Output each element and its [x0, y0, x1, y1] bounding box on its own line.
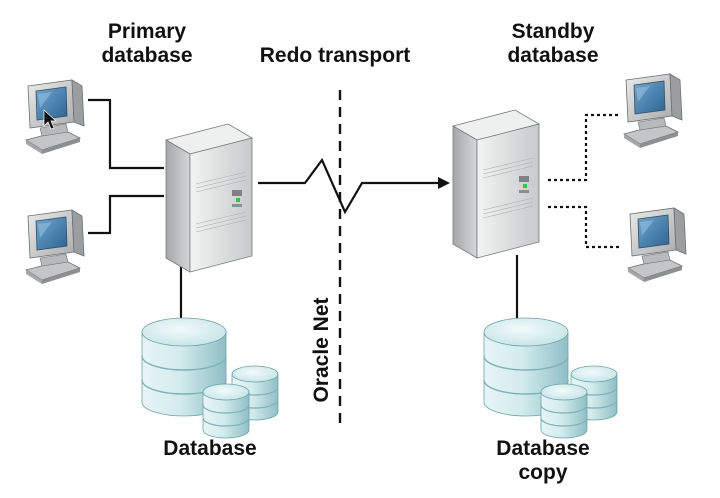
database-label: Database	[163, 437, 257, 460]
primary-server-icon	[165, 123, 253, 273]
standby-client-pc-bottom-icon	[627, 207, 687, 283]
redo-transport-link	[258, 157, 440, 215]
primary-client-pc-bottom-icon	[25, 209, 85, 285]
standby-database-label: Standby database	[507, 20, 599, 67]
standby-database-copy-icon	[483, 317, 618, 439]
oracle-net-label: Oracle Net	[310, 297, 333, 403]
database-copy-label: Database copy	[496, 437, 590, 484]
redo-arrowhead-icon	[438, 177, 450, 189]
mouse-cursor-icon	[43, 109, 57, 130]
standby-client-pc-top-icon	[623, 73, 683, 149]
primary-database-label: Primary database	[101, 20, 193, 67]
standby-server-icon	[452, 109, 540, 259]
standby-client-connectors	[548, 113, 622, 249]
primary-client-connectors	[88, 98, 183, 318]
redo-transport-label: Redo transport	[259, 44, 411, 67]
primary-database-icon	[141, 317, 279, 439]
primary-client-pc-top-icon	[25, 79, 85, 155]
